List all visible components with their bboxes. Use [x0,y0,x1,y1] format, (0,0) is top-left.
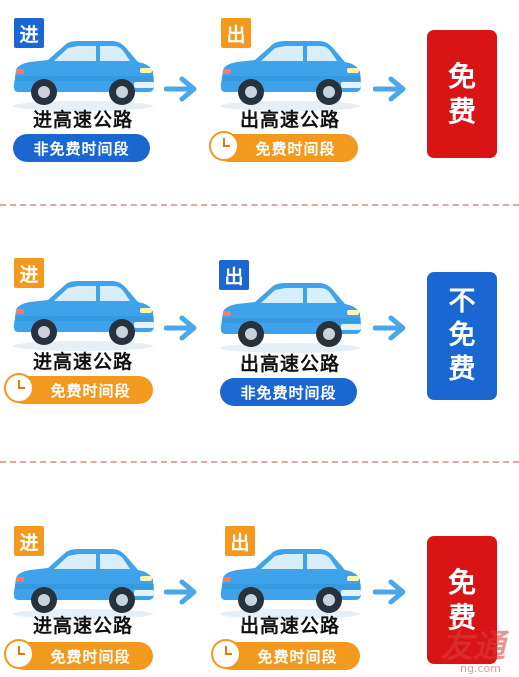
result-char: 费 [448,353,476,385]
divider [0,204,519,206]
clock-icon [4,639,34,669]
period-badge-free: 免费时间段 [211,639,360,670]
arrow-right-icon [164,76,197,102]
result-char: 费 [447,95,476,128]
period-badge-free: 免费时间段 [4,373,153,404]
result-badge-free: 免 费 [427,536,497,664]
entry-tag: 进 [14,18,44,48]
result-char: 不 [448,286,476,318]
result-char: 免 [448,320,476,352]
clock-icon [211,639,241,669]
exit-tag: 出 [221,18,251,48]
period-text: 非免费时间段 [240,383,337,402]
result-badge-not-free: 不 免 费 [427,272,497,400]
result-char: 免 [447,60,476,93]
entry-tag: 进 [14,526,44,556]
result-char: 免 [447,566,476,599]
arrow-right-icon [373,315,406,341]
period-text: 非免费时间段 [33,139,130,158]
period-badge-free: 免费时间段 [4,639,153,670]
result-badge-free: 免 费 [427,30,497,158]
period-badge-non-free: 非免费时间段 [220,378,357,406]
watermark-url: ng.com [460,662,501,675]
period-text: 免费时间段 [257,647,338,666]
period-badge-free: 免费时间段 [209,131,358,162]
exit-tag: 出 [219,260,249,290]
period-text: 免费时间段 [255,139,336,158]
result-char: 费 [447,601,476,634]
exit-label: 出高速公路 [239,353,340,375]
entry-label: 进高速公路 [32,351,133,373]
clock-icon [4,373,34,403]
entry-label: 进高速公路 [32,109,133,131]
clock-icon [209,131,239,161]
entry-tag: 进 [14,258,44,288]
arrow-right-icon [373,579,406,605]
arrow-right-icon [373,76,406,102]
period-badge-non-free: 非免费时间段 [13,134,150,162]
period-text: 免费时间段 [50,381,131,400]
exit-label: 出高速公路 [239,615,340,637]
divider [0,461,519,463]
watermark-logo: 友通 [440,627,505,665]
arrow-right-icon [164,315,197,341]
exit-tag: 出 [225,526,255,556]
period-text: 免费时间段 [50,647,131,666]
arrow-right-icon [164,579,197,605]
exit-label: 出高速公路 [239,109,340,131]
entry-label: 进高速公路 [32,615,133,637]
